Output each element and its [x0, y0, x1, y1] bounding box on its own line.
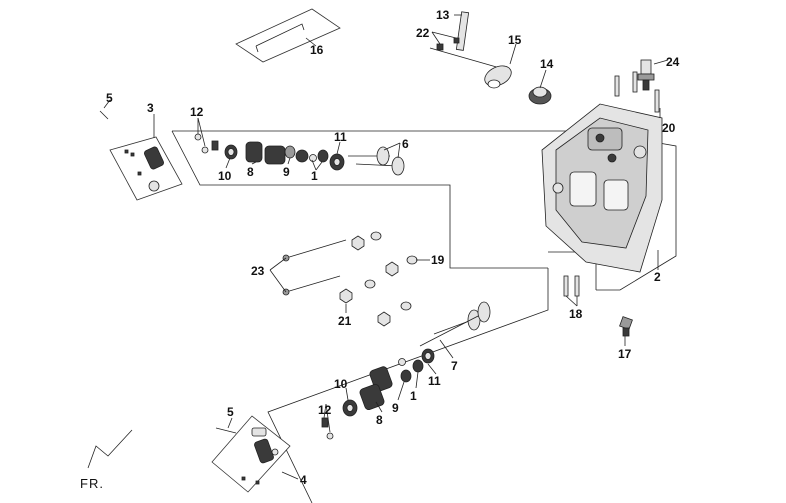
middle-bolts-nuts [282, 231, 418, 327]
callout-15: 15 [508, 33, 522, 47]
front-orientation-indicator: FR. [80, 429, 133, 491]
lower-valve-train [321, 301, 491, 440]
part-13-15-22-housing [429, 11, 512, 89]
front-label: FR. [80, 476, 104, 491]
callout-23: 23 [251, 264, 265, 278]
part-5-pins [99, 110, 237, 434]
callout-13: 13 [436, 8, 450, 22]
callout-10-lower: 10 [334, 377, 348, 391]
callout-8-lower: 8 [376, 413, 383, 427]
callout-21: 21 [338, 314, 352, 328]
callout-1-lower: 1 [410, 389, 417, 403]
front-arrow-icon [87, 429, 133, 469]
leader-lines [103, 14, 669, 480]
callout-11-lower: 11 [428, 374, 441, 388]
callout-4: 4 [300, 473, 307, 487]
part-18-dowels [563, 275, 580, 297]
callout-16: 16 [310, 43, 324, 57]
callout-9-lower: 9 [392, 401, 399, 415]
callout-8-upper: 8 [247, 165, 254, 179]
callout-6: 6 [402, 137, 409, 151]
callout-11-upper: 11 [334, 130, 347, 144]
callout-labels: 13 22 15 16 14 24 5 3 12 11 6 10 8 9 1 2… [106, 8, 680, 487]
callout-3: 3 [147, 101, 154, 115]
cylinder-head-assembly [541, 103, 663, 273]
callout-19: 19 [431, 253, 445, 267]
callout-24: 24 [666, 55, 680, 69]
callout-5-lower: 5 [227, 405, 234, 419]
callout-1-upper: 1 [311, 169, 318, 183]
callout-2: 2 [654, 270, 661, 284]
callout-22: 22 [416, 26, 430, 40]
part-20-studs [614, 71, 660, 113]
callout-9-upper: 9 [283, 165, 290, 179]
callout-7: 7 [451, 359, 458, 373]
upper-valve-train [194, 133, 405, 176]
callout-14: 14 [540, 57, 554, 71]
part-4-rocker-box [211, 415, 291, 493]
callout-5-upper: 5 [106, 91, 113, 105]
part-24-sensor [637, 59, 655, 91]
callout-18: 18 [569, 307, 583, 321]
callout-12-lower: 12 [318, 403, 332, 417]
callout-12-upper: 12 [190, 105, 204, 119]
part-14-cap [528, 86, 552, 105]
part-3-rocker-box [109, 136, 183, 201]
part-16-tool [235, 8, 341, 63]
callout-10-upper: 10 [218, 169, 232, 183]
callout-20: 20 [662, 121, 676, 135]
part-17-fitting [619, 316, 633, 337]
callout-17: 17 [618, 347, 632, 361]
